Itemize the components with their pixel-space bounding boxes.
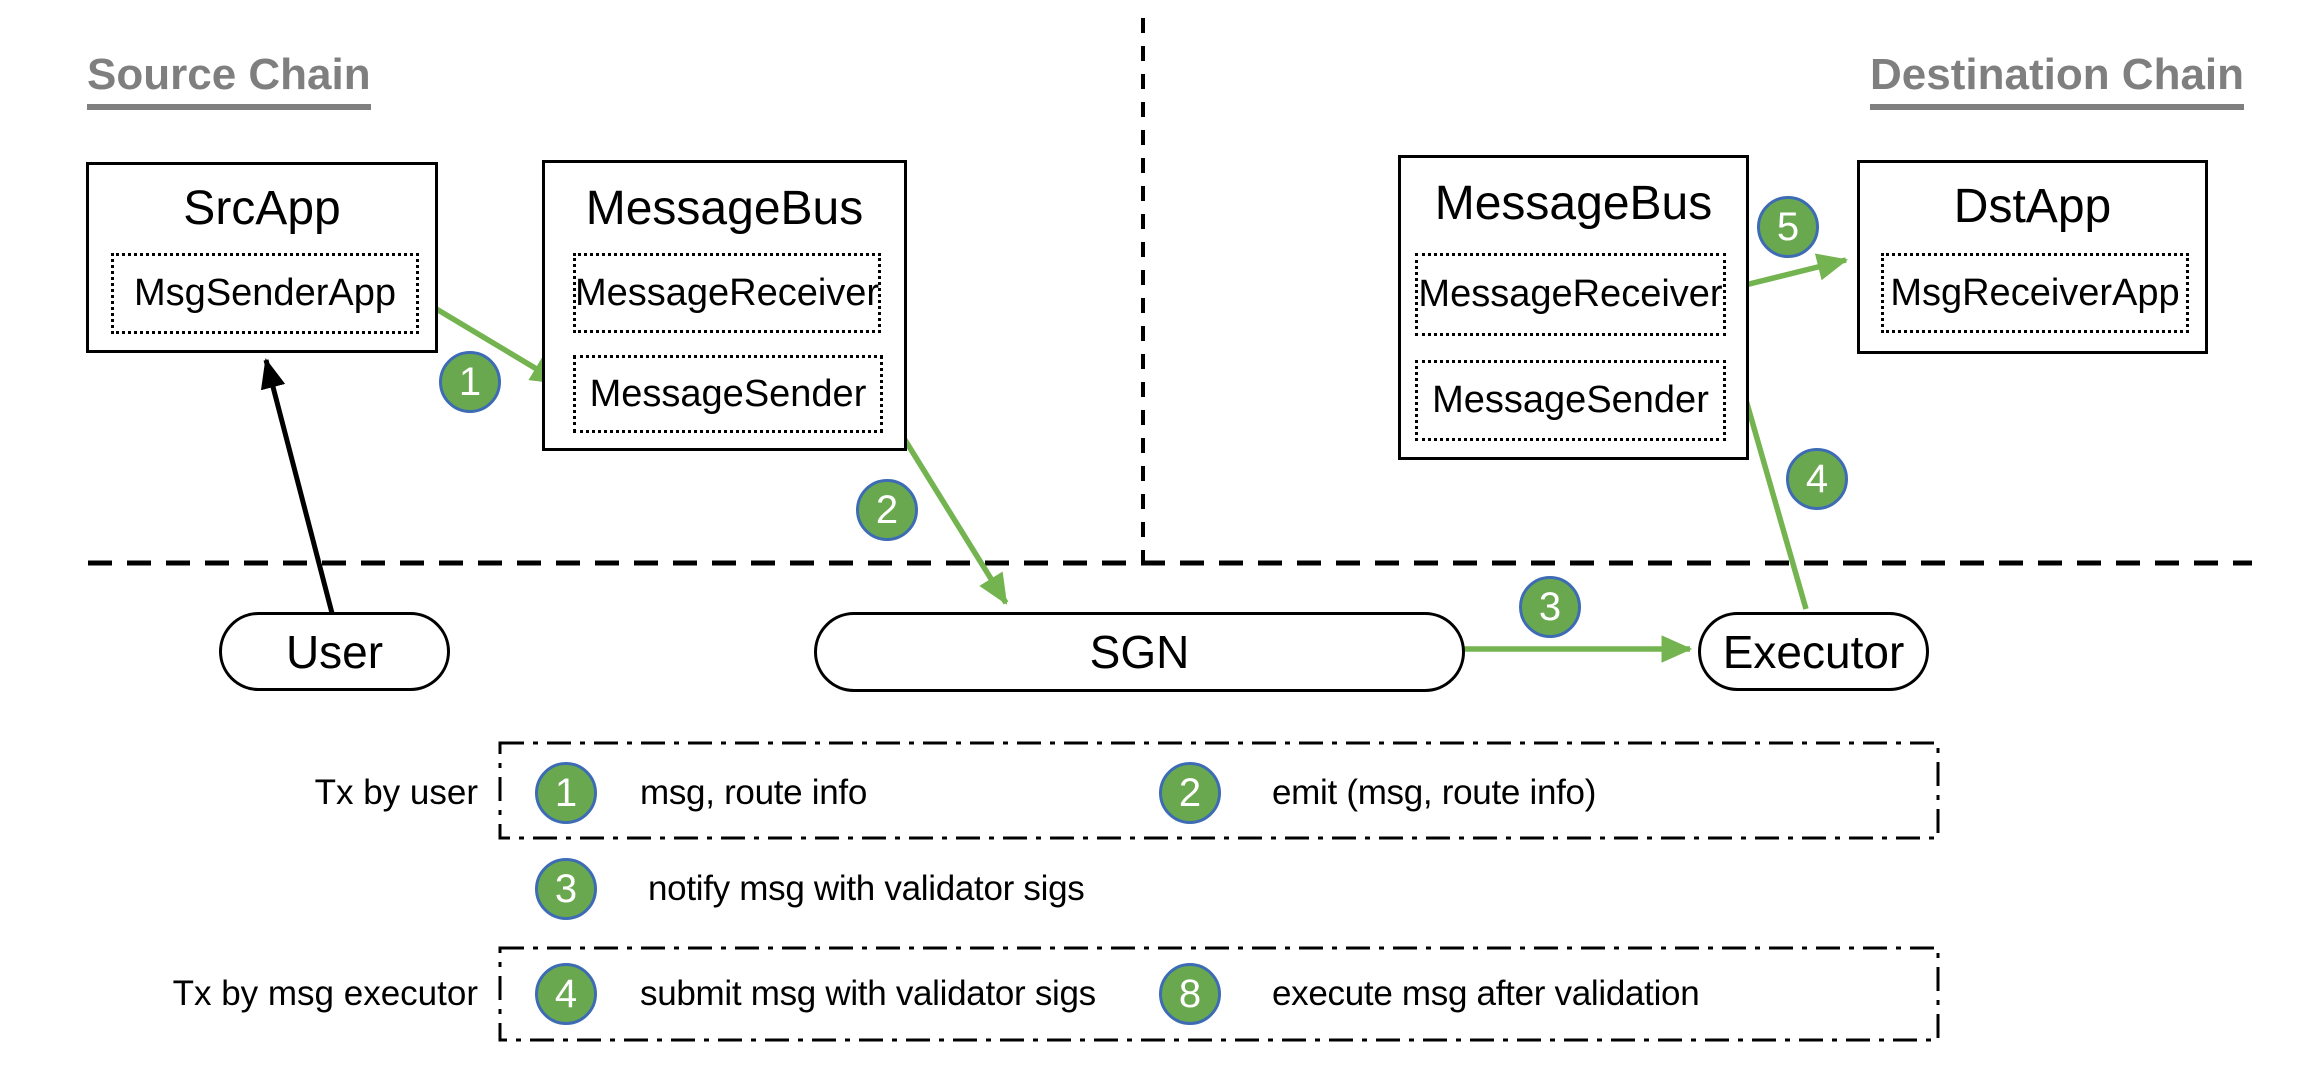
legend-badge-2: 2 bbox=[1159, 762, 1221, 824]
sgn-node-label: SGN bbox=[1089, 626, 1190, 678]
legend-item-4-text: submit msg with validator sigs bbox=[640, 974, 1096, 1013]
message-receiver-source-label: MessageReceiver bbox=[574, 271, 880, 314]
message-bus-source-box: MessageBus MessageReceiver MessageSender bbox=[542, 160, 907, 451]
message-receiver-dest-label: MessageReceiver bbox=[1418, 273, 1723, 315]
step-badge-4: 4 bbox=[1786, 448, 1848, 510]
message-sender-source-box: MessageSender bbox=[573, 355, 883, 433]
executor-node-label: Executor bbox=[1722, 625, 1905, 678]
message-receiver-source-box: MessageReceiver bbox=[573, 253, 881, 333]
user-node-label: User bbox=[285, 625, 384, 678]
legend-badge-8-number: 8 bbox=[1178, 971, 1202, 1016]
step-badge-1: 1 bbox=[439, 351, 501, 413]
dst-app-title: DstApp bbox=[1953, 180, 2112, 233]
legend-badge-3-number: 3 bbox=[554, 866, 578, 911]
legend-badge-8: 8 bbox=[1159, 963, 1221, 1025]
legend-group-user-box bbox=[498, 741, 1940, 840]
message-sender-dest-label: MessageSender bbox=[1432, 379, 1709, 421]
legend-label-tx-by-msg-executor: Tx by msg executor bbox=[172, 974, 478, 1013]
sgn-node: SGN bbox=[814, 612, 1465, 692]
step-badge-2: 2 bbox=[856, 479, 918, 541]
legend-badge-2-number: 2 bbox=[1178, 770, 1202, 815]
msg-sender-app-label: MsgSenderApp bbox=[134, 272, 396, 314]
src-app-title: SrcApp bbox=[183, 182, 341, 235]
executor-node: Executor bbox=[1698, 612, 1929, 691]
msg-receiver-app-box: MsgReceiverApp bbox=[1881, 253, 2189, 333]
step-badge-5-number: 5 bbox=[1776, 204, 1800, 249]
legend-badge-3: 3 bbox=[535, 858, 597, 920]
legend-badge-4: 4 bbox=[535, 963, 597, 1025]
user-to-srcapp-arrow bbox=[260, 358, 336, 618]
message-sender-dest-box: MessageSender bbox=[1415, 360, 1726, 441]
message-sender-source-label: MessageSender bbox=[589, 372, 867, 415]
step-badge-1-number: 1 bbox=[458, 359, 482, 404]
step-badge-4-number: 4 bbox=[1805, 456, 1829, 501]
step-badge-3: 3 bbox=[1519, 576, 1581, 638]
message-receiver-dest-box: MessageReceiver bbox=[1415, 253, 1726, 336]
message-bus-dest-box: MessageBus MessageReceiver MessageSender bbox=[1398, 155, 1749, 460]
step-badge-3-number: 3 bbox=[1538, 584, 1562, 629]
dst-app-box: DstApp MsgReceiverApp bbox=[1857, 160, 2208, 354]
heading-destination-chain: Destination Chain bbox=[1870, 50, 2245, 110]
step-badge-2-number: 2 bbox=[875, 487, 899, 532]
legend-label-tx-by-user: Tx by user bbox=[314, 773, 478, 812]
user-node: User bbox=[219, 612, 450, 691]
legend-item-3-text: notify msg with validator sigs bbox=[648, 869, 1085, 908]
src-app-box: SrcApp MsgSenderApp bbox=[86, 162, 438, 353]
message-bus-source-title: MessageBus bbox=[585, 182, 864, 235]
message-bus-dest-title: MessageBus bbox=[1434, 177, 1713, 230]
legend-item-2-text: emit (msg, route info) bbox=[1272, 773, 1597, 812]
msg-receiver-app-label: MsgReceiverApp bbox=[1890, 271, 2180, 314]
legend-badge-1: 1 bbox=[535, 762, 597, 824]
legend-item-1-text: msg, route info bbox=[640, 773, 867, 812]
legend-group-executor-box bbox=[498, 946, 1940, 1042]
legend-badge-1-number: 1 bbox=[554, 770, 578, 815]
msg-sender-app-box: MsgSenderApp bbox=[111, 253, 419, 334]
legend-item-8-text: execute msg after validation bbox=[1272, 974, 1700, 1013]
step-badge-5: 5 bbox=[1757, 196, 1819, 258]
legend-badge-4-number: 4 bbox=[554, 971, 578, 1016]
heading-source-chain: Source Chain bbox=[87, 50, 371, 110]
